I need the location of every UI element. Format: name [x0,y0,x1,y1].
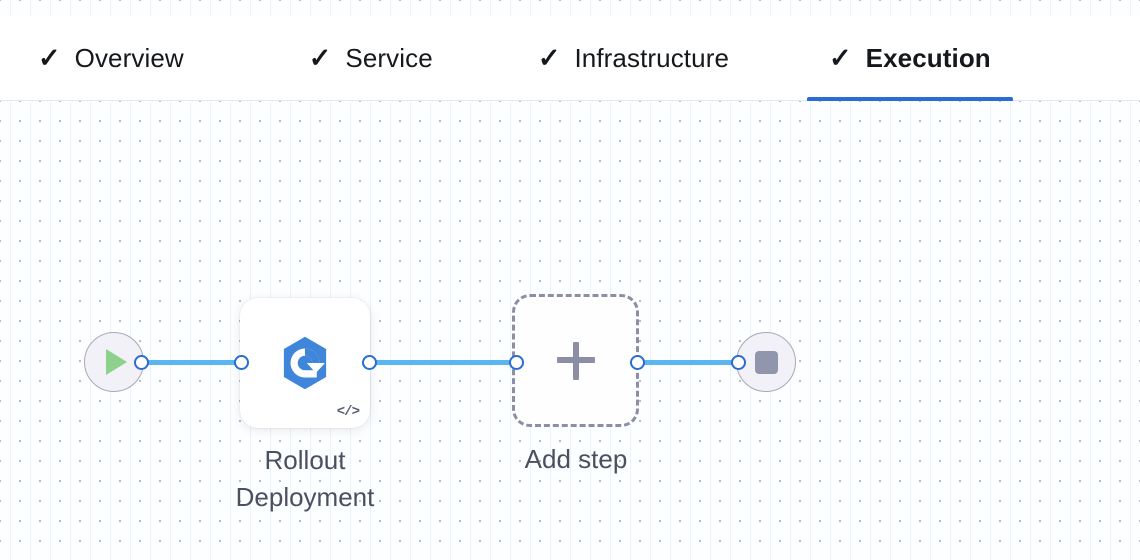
tab-service[interactable]: ✓ Service [309,16,433,101]
port-add-input[interactable] [509,355,524,370]
tab-execution[interactable]: ✓ Execution [807,16,1013,102]
play-icon [106,349,127,375]
check-icon: ✓ [308,42,332,73]
port-step-input[interactable] [234,355,249,370]
end-node[interactable] [736,332,796,392]
check-icon: ✓ [829,42,852,73]
port-add-output[interactable] [630,355,645,370]
canvas-top-strip [0,0,1140,16]
add-step-label: Add step [524,444,628,474]
port-step-output[interactable] [362,355,377,370]
stop-icon [754,350,778,374]
tab-label: Infrastructure [574,42,730,73]
edge-step-to-add [367,360,517,365]
tab-label: Service [345,42,433,73]
tab-infrastructure[interactable]: ✓ Infrastructure [538,16,729,101]
edge-start-to-step [140,360,244,365]
step-node-rollout-deployment[interactable]: </> [240,298,370,428]
tab-label: Overview [74,42,184,73]
code-icon: </> [336,404,360,420]
step-node-label: Rollout Deployment [235,445,375,512]
plus-icon [556,341,595,380]
rollout-hexagon-icon [276,334,334,392]
add-step-node[interactable] [512,294,639,427]
check-icon: ✓ [537,42,561,73]
check-icon: ✓ [38,42,61,73]
edge-add-to-end [636,360,740,365]
pipeline-graph: </> Rollout Deployment Add step [0,101,1140,560]
tab-overview[interactable]: ✓ Overview [38,16,184,101]
tab-label: Execution [865,42,991,73]
wizard-tab-bar: ✓ Overview ✓ Service ✓ Infrastructure ✓ … [0,16,1140,102]
port-start-output[interactable] [134,355,149,370]
port-end-input[interactable] [731,355,746,370]
